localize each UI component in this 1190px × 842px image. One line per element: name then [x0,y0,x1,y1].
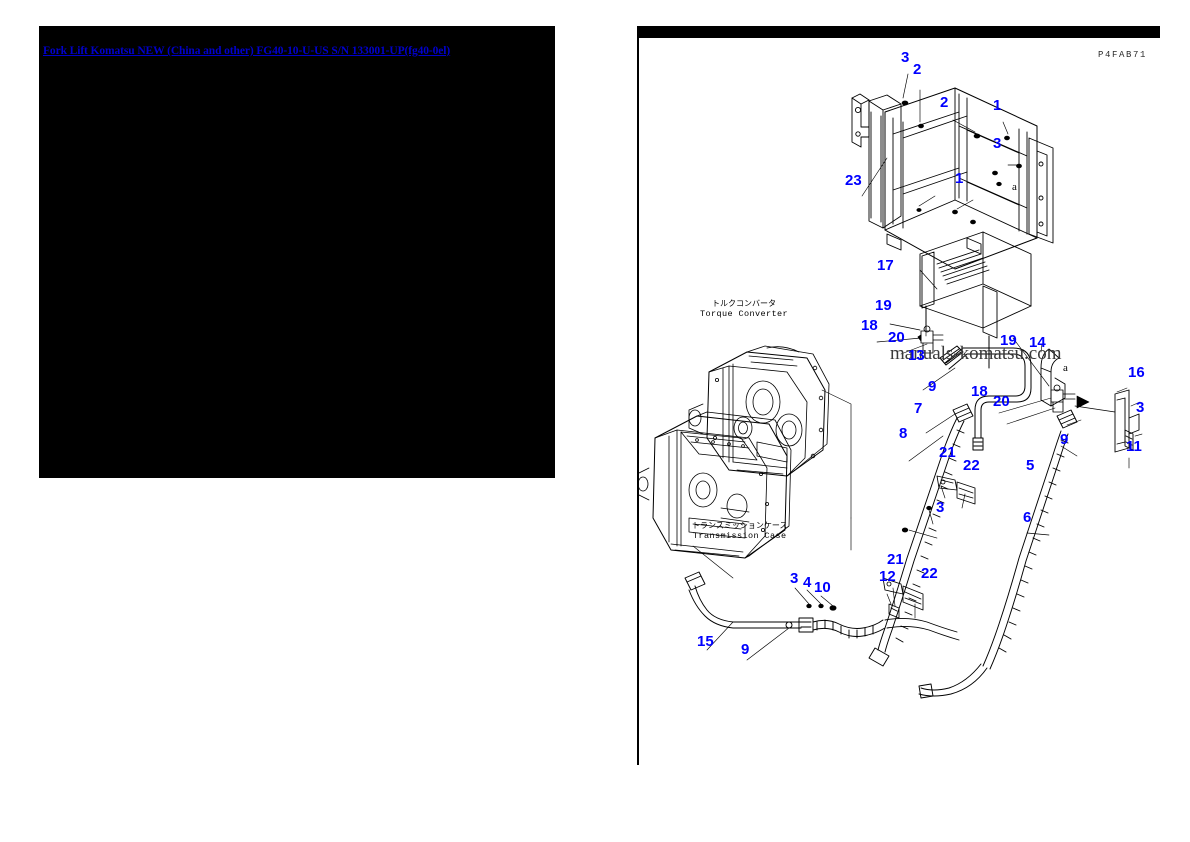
callout-number: 18 [861,317,878,334]
technical-drawing [637,38,1160,765]
callout-number: 21 [939,444,956,461]
component-label-en: Torque Converter [700,309,789,319]
sheet-page-code: P4FAB71 [1098,50,1148,60]
callout-number: 15 [697,633,714,650]
callout-number: 4 [803,574,812,591]
leader-14 [1040,343,1043,353]
callout-number: 3 [936,499,945,516]
hose-bottom-return [884,617,960,641]
catalog-title-link[interactable]: Fork Lift Komatsu NEW (China and other) … [43,45,451,57]
callout-number: 23 [845,172,862,189]
clamp-group-lower [882,577,924,611]
callout-number: 8 [899,425,908,442]
callout-number: 5 [1026,457,1035,474]
sheet-top-bar [637,26,1160,38]
upper-leader-lines [861,73,1022,210]
callout-number: 20 [888,329,905,346]
fitting-leader-left [876,323,928,355]
component-label-en: Transmission Case [692,531,787,541]
cooler-frame-assembly [851,87,1054,270]
parts-diagram-sheet: P4FAB71 [637,26,1160,765]
callout-number: 21 [887,551,904,568]
transmission-case-body [637,411,792,559]
clamp-12 [888,603,900,619]
mark-letter: a [1012,181,1017,193]
callout-number: 3 [790,570,799,587]
callout-number: 22 [921,565,938,582]
hose-right-leaders [1026,419,1082,536]
callout-number: 10 [814,579,831,596]
return-tube-leaders [706,587,834,661]
leader-transmission-case [692,545,734,579]
callout-number: 9 [928,378,937,395]
callout-number: 1 [993,97,1002,114]
component-label-jp: トランスミッションケース [692,521,788,530]
sheet-left-rule [637,26,639,765]
hose-left [868,403,974,667]
mark-letter: a [1063,362,1068,374]
callout-number: 17 [877,257,894,274]
callout-number: 16 [1128,364,1145,381]
clamp-leaders [892,485,966,619]
leader-12 [886,593,892,605]
leader-torque-converter [821,389,852,519]
torque-converter-body [688,345,830,477]
oil-cooler-core [919,231,1032,369]
bracket-14 [1040,348,1066,407]
callout-number: 9 [741,641,750,658]
hose-left-leaders [908,413,956,462]
bracket-leaders [1074,387,1143,469]
callout-number: 3 [993,135,1002,152]
callout-number: 2 [940,94,949,111]
callout-number: 3 [1136,399,1145,416]
callout-number: 3 [901,49,910,66]
component-label-jp: トルクコンバータ [712,299,776,308]
callout-number: 2 [913,61,922,78]
callout-number: 22 [963,457,980,474]
callout-number: 14 [1029,334,1046,351]
callout-number: 12 [879,568,896,585]
leader-13 [922,367,956,391]
return-tube-continuation [806,603,886,639]
clamp-group-upper [936,475,976,505]
fitting-group-left [917,325,944,354]
callout-number: 19 [875,297,892,314]
callout-number: 18 [971,383,988,400]
bracket-16-11 [1114,389,1140,453]
return-tube-15 [684,571,814,633]
callout-number: 1 [955,170,964,187]
callout-number: 20 [993,393,1010,410]
tube-13 [939,345,1032,451]
callout-number: 7 [914,400,923,417]
callout-number: 6 [1023,509,1032,526]
catalog-image-placeholder: Fork Lift Komatsu NEW (China and other) … [39,26,555,478]
callout-number: 19 [1000,332,1017,349]
callout-number: 13 [908,347,925,364]
callout-number: 11 [1126,438,1142,455]
callout-number: 9 [1060,431,1069,448]
